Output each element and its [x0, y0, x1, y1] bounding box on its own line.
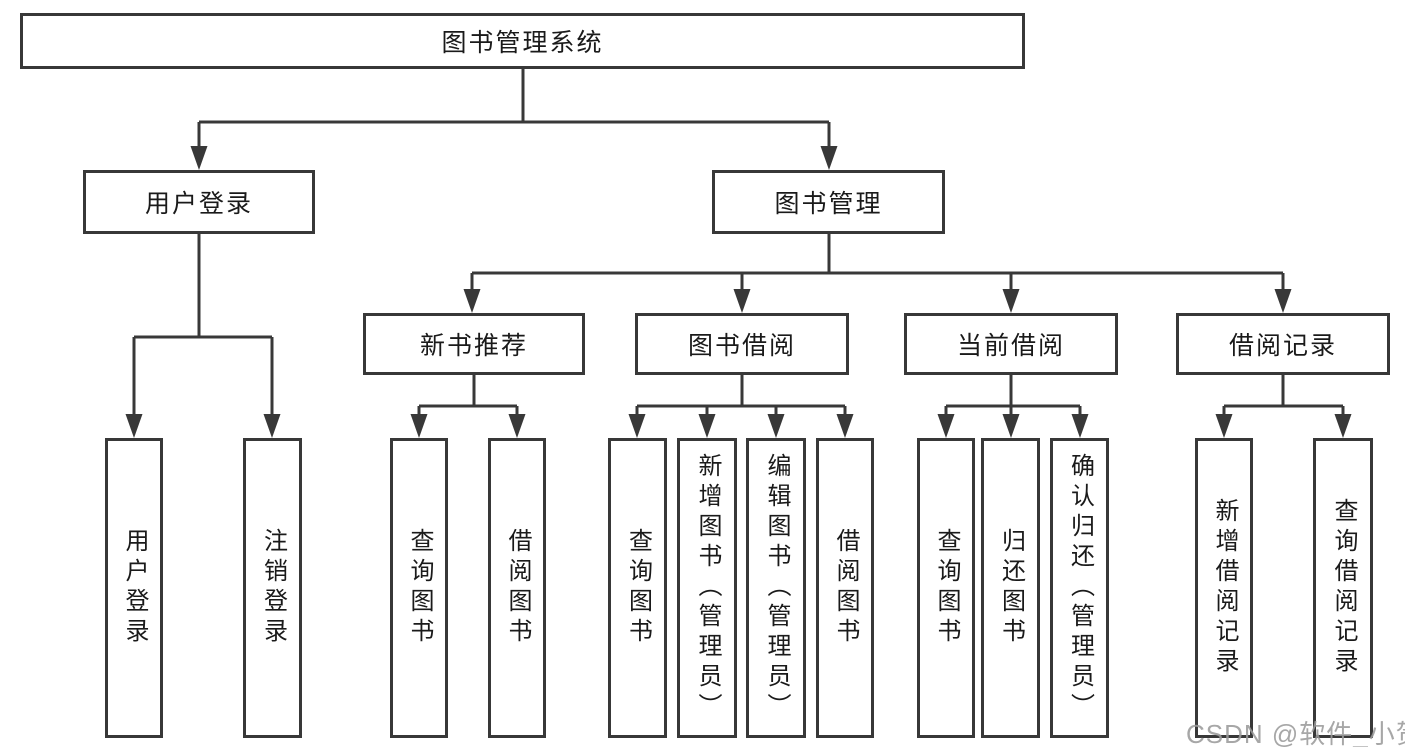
leaf-borrow-books-recommend: 借阅图书: [488, 438, 546, 738]
leaf-query-borrow-record: 查询借阅记录: [1313, 438, 1373, 738]
node-borrow-records: 借阅记录: [1176, 313, 1390, 375]
node-book-borrowing: 图书借阅: [635, 313, 849, 375]
leaf-add-book-admin: 新增图书（管理员）: [677, 438, 737, 738]
leaf-user-login: 用户登录: [105, 438, 163, 738]
node-user-login: 用户登录: [83, 170, 315, 234]
leaf-edit-book-admin: 编辑图书（管理员）: [746, 438, 806, 738]
leaf-borrow-books: 借阅图书: [816, 438, 874, 738]
node-book-management: 图书管理: [712, 170, 945, 234]
leaf-query-books-borrowing: 查询图书: [608, 438, 667, 738]
leaf-query-books-recommend: 查询图书: [390, 438, 448, 738]
leaf-add-borrow-record: 新增借阅记录: [1195, 438, 1253, 738]
node-current-borrowing: 当前借阅: [904, 313, 1118, 375]
leaf-query-books-current: 查询图书: [917, 438, 975, 738]
node-new-book-recommend: 新书推荐: [363, 313, 585, 375]
leaf-logout-login: 注销登录: [243, 438, 302, 738]
watermark: CSDN @软件_小贺同学: [1186, 719, 1405, 747]
leaf-confirm-return-admin: 确认归还（管理员）: [1050, 438, 1109, 738]
node-library-management-system: 图书管理系统: [20, 13, 1025, 69]
leaf-return-book: 归还图书: [981, 438, 1040, 738]
